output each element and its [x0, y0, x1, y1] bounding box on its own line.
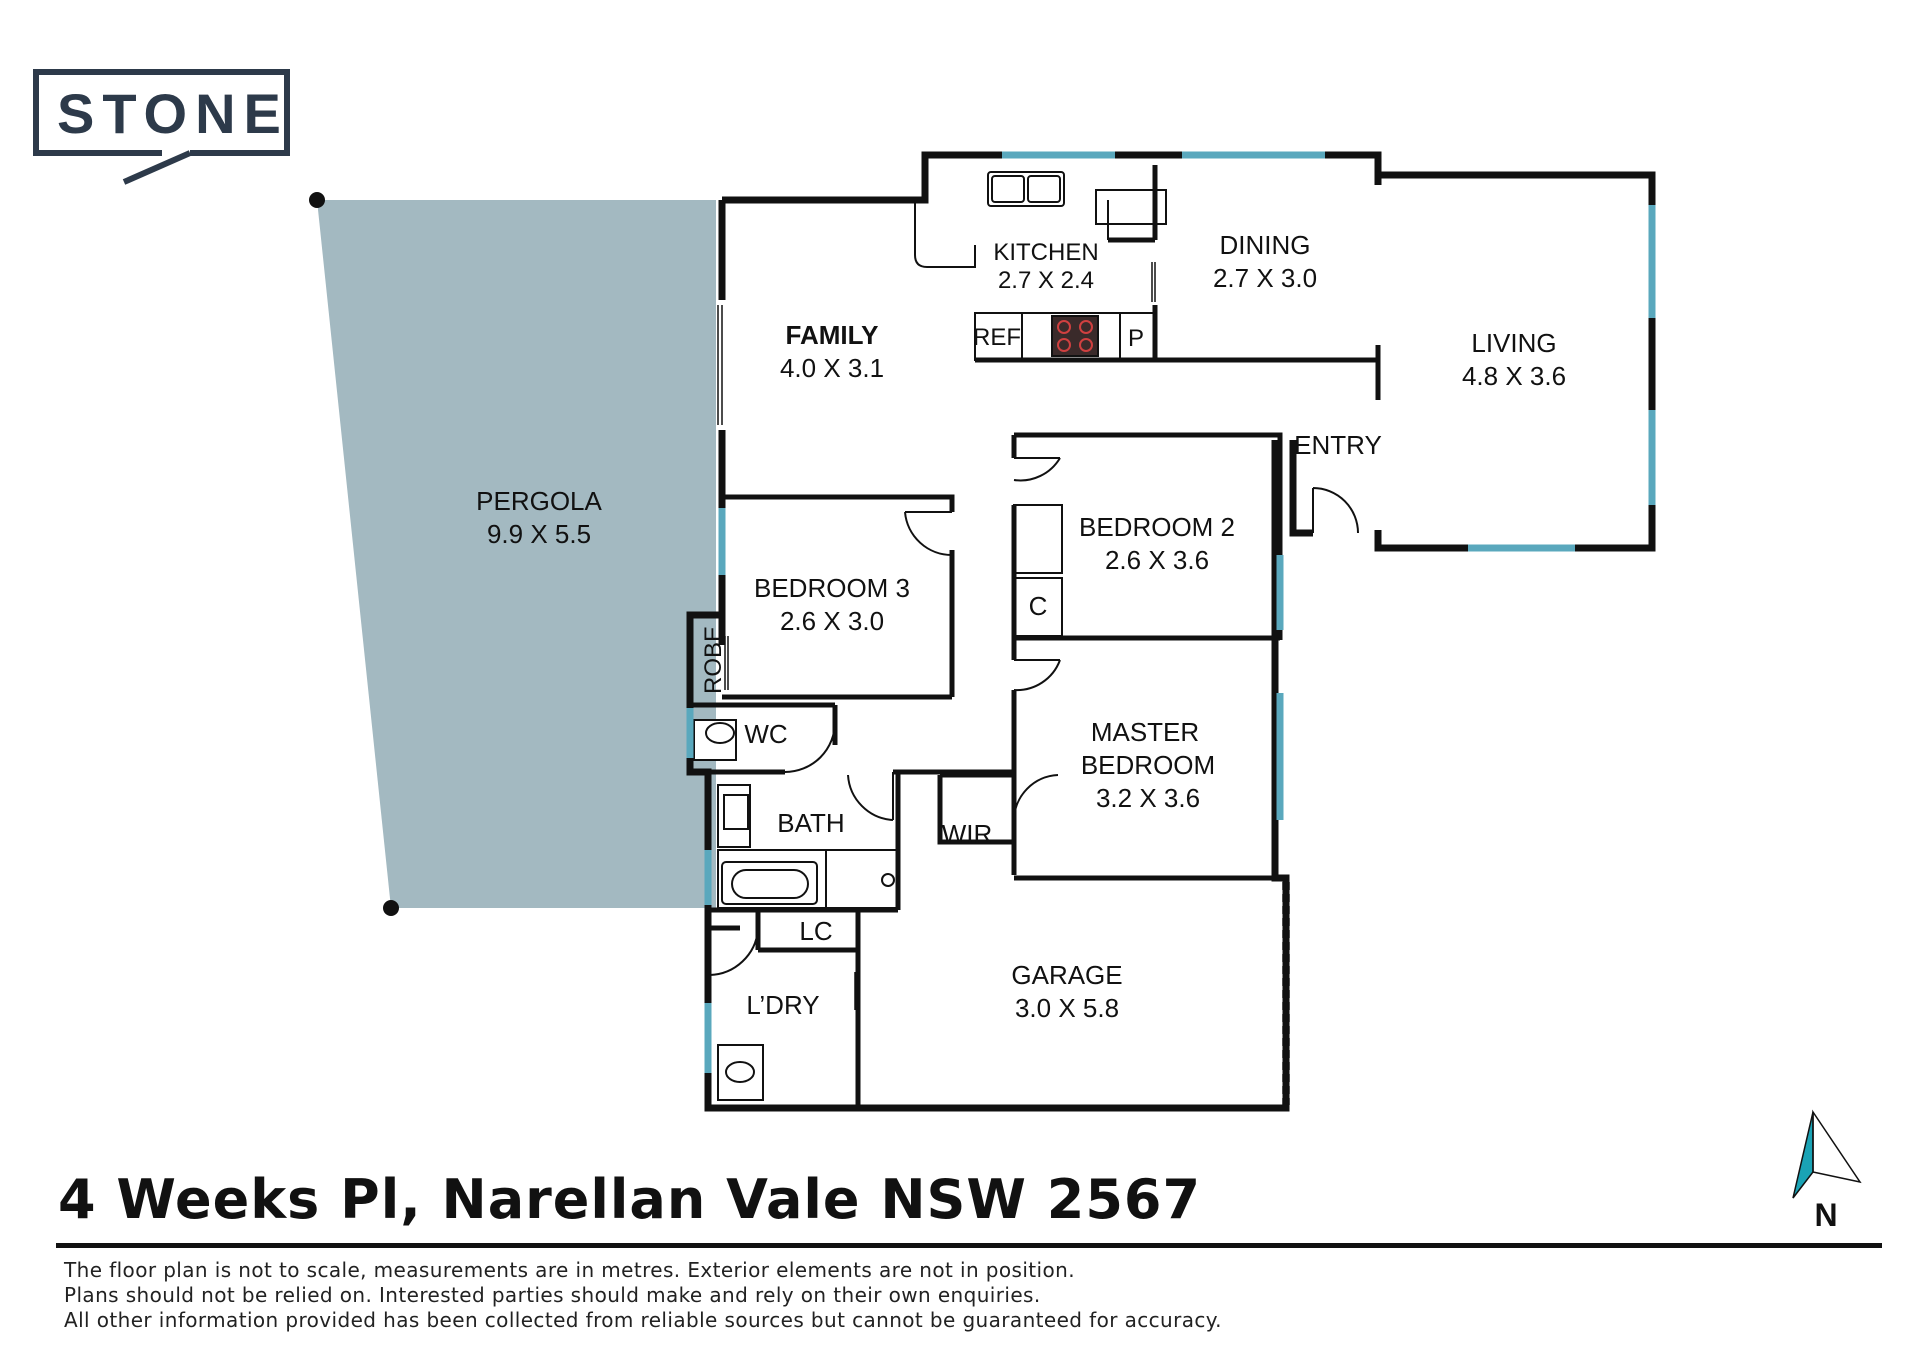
bathtub-icon [721, 861, 818, 905]
door-swings [709, 457, 1359, 985]
laundry-tub-icon [725, 1061, 755, 1083]
family-dims: 4.0 X 3.1 [780, 353, 884, 383]
disclaimer-line: Plans should not be relied on. Intereste… [64, 1283, 1041, 1307]
kitchen-dims: 2.7 X 2.4 [998, 267, 1094, 294]
garage-dims: 3.0 X 5.8 [1015, 993, 1119, 1023]
closet-name: C [1029, 591, 1048, 621]
pergola-area [317, 200, 716, 908]
bedroom3-dims: 2.6 X 3.0 [780, 606, 884, 636]
dining-dims: 2.7 X 3.0 [1213, 263, 1317, 293]
pergola-name: PERGOLA [476, 486, 602, 516]
address-divider [56, 1243, 1882, 1248]
disclaimer: The floor plan is not to scale, measurem… [64, 1258, 1222, 1333]
stone-logo: STONE [33, 69, 290, 185]
windows [686, 151, 1656, 1073]
robe-name: ROBE [700, 626, 727, 694]
master-dims: 3.2 X 3.6 [1096, 783, 1200, 813]
pergola-corner [309, 192, 325, 208]
shower-icon [881, 873, 895, 887]
bedroom2-dims: 2.6 X 3.6 [1105, 545, 1209, 575]
wc-name: WC [744, 719, 787, 749]
north-arrow-icon: N [1792, 1109, 1862, 1233]
lc-name: LC [799, 916, 832, 946]
fridge-label: REF [973, 324, 1021, 351]
disclaimer-line: The floor plan is not to scale, measurem… [64, 1258, 1075, 1282]
bath-name: BATH [777, 808, 844, 838]
living-dims: 4.8 X 3.6 [1462, 361, 1566, 391]
bath-sink-icon [723, 794, 749, 830]
kitchen-name: KITCHEN [993, 239, 1098, 266]
kitchen-sink-icon [987, 171, 1065, 207]
pergola-dims: 9.9 X 5.5 [487, 519, 591, 549]
bedroom2-name: BEDROOM 2 [1079, 512, 1235, 542]
laundry-name: L’DRY [746, 990, 819, 1020]
toilet-icon [693, 719, 737, 761]
cooktop-icon [1051, 315, 1099, 357]
pergola-corner [383, 900, 399, 916]
logo-text: STONE [57, 82, 289, 145]
property-address: 4 Weeks Pl, Narellan Vale NSW 2567 [58, 1168, 1202, 1231]
dining-name: DINING [1220, 230, 1311, 260]
bedroom3-name: BEDROOM 3 [754, 573, 910, 603]
master-name-line1: MASTER [1091, 717, 1199, 747]
disclaimer-line: All other information provided has been … [64, 1308, 1222, 1332]
living-name: LIVING [1471, 328, 1556, 358]
family-name: FAMILY [786, 320, 879, 350]
master-name-line2: BEDROOM [1081, 750, 1215, 780]
garage-door [1282, 882, 1290, 1105]
compass-label: N [1814, 1197, 1837, 1233]
pantry-label: P [1128, 325, 1144, 352]
sliding-doors [717, 262, 1156, 1010]
entry-name: ENTRY [1294, 430, 1382, 460]
garage-name: GARAGE [1011, 960, 1122, 990]
wir-name: WIR [942, 819, 993, 849]
fixture-outlines [717, 189, 1167, 1101]
